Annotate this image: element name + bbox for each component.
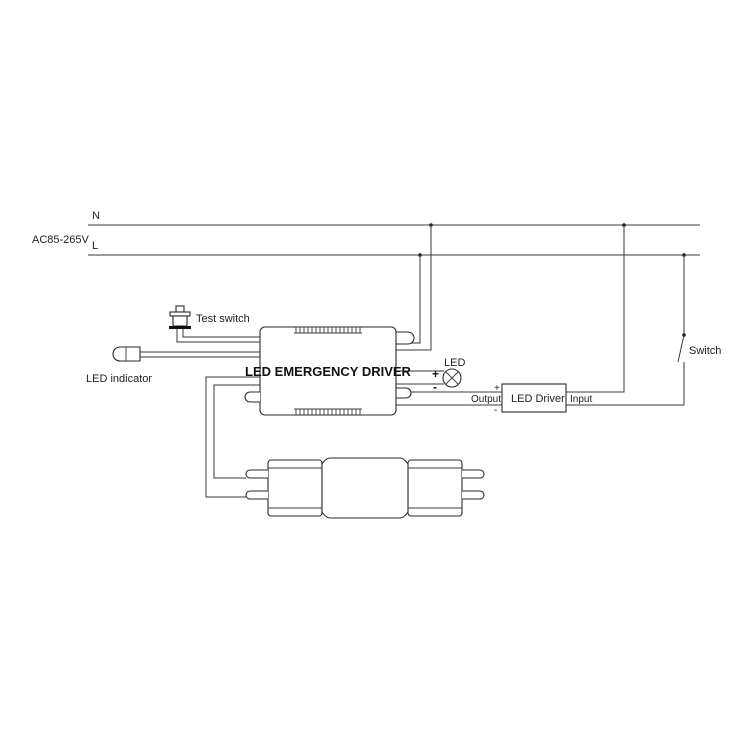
led-label: LED (444, 357, 465, 369)
test-switch-cap[interactable] (175, 305, 185, 313)
neutral-label: N (92, 210, 100, 222)
driver-right-lug-bottom (396, 387, 412, 399)
tube-right-pin-bottom (462, 490, 485, 500)
supply-voltage-label: AC85-265V (32, 234, 90, 246)
switch-pivot-dot (682, 333, 686, 337)
switch-to-leddriver-wire (566, 362, 685, 406)
input-label: Input (570, 394, 592, 405)
led-indicator-label: LED indicator (86, 373, 152, 385)
output-label: Output (471, 394, 501, 405)
output-plus-label: + (494, 383, 500, 394)
led-indicator-lamp (112, 346, 141, 362)
neutral-drop-wire (396, 225, 432, 351)
switch-label: Switch (689, 345, 721, 357)
tube-right-pin-top (462, 469, 485, 479)
live-drop-wire (396, 255, 421, 344)
test-switch-ring (169, 311, 191, 317)
output-minus-label: - (494, 405, 497, 416)
driver-right-lug-top (396, 331, 415, 345)
live-label: L (92, 240, 98, 252)
tube-wire-inner (213, 384, 260, 479)
led-driver-box (501, 383, 567, 413)
test-switch-body (172, 315, 188, 327)
driver-vent-top (294, 327, 362, 334)
led-tube (245, 457, 485, 519)
led-driver-label: LED Driver (511, 393, 565, 405)
test-switch-wire-b (182, 329, 260, 338)
test-switch-wire-a (176, 329, 260, 343)
tube-left-pin-bottom (245, 490, 268, 500)
driver-vent-bottom (294, 408, 362, 415)
led-minus-label: - (433, 380, 437, 394)
tube-body (321, 457, 409, 519)
tube-wire-outer (205, 376, 260, 498)
tube-left-pin-top (245, 469, 268, 479)
emergency-driver-label: LED EMERGENCY DRIVER (245, 364, 412, 379)
led-lamp-cross-b (445, 371, 459, 385)
test-switch-label: Test switch (196, 313, 250, 325)
test-switch-nut (169, 326, 191, 329)
neutral-to-leddriver-wire (566, 225, 625, 393)
led-plus-label: + (432, 367, 439, 381)
switch-contact (677, 334, 685, 363)
driver-left-lug (244, 391, 260, 403)
